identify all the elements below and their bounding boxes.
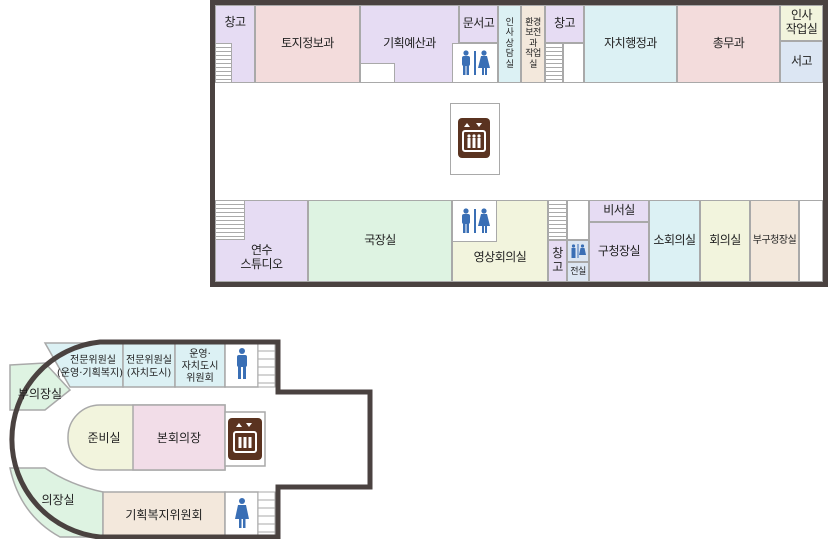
restroom-icon (237, 348, 247, 379)
room-library[interactable]: 서고 (780, 41, 823, 83)
label: 운영· (189, 348, 211, 360)
label: (자치도시) (127, 367, 172, 379)
room-land-info[interactable]: 토지정보과 (255, 5, 360, 83)
blank-area (567, 200, 589, 240)
stairs-icon (215, 200, 245, 240)
blank-area (799, 200, 823, 282)
label: 전문위원실 (70, 353, 116, 366)
room-environment-workroom[interactable]: 환경 보전 과 작업 실 (521, 5, 545, 83)
room-training-studio[interactable]: 연수 스튜디오 (215, 200, 308, 282)
room-storage-2[interactable]: 창고 (545, 5, 584, 43)
stairs-icon (545, 43, 563, 83)
room-small-meeting[interactable]: 소회의실 (649, 200, 700, 282)
restroom-icon (452, 200, 497, 242)
room-hr-workroom[interactable]: 인사 작업실 (780, 5, 823, 41)
room-planning-welfare-committee[interactable] (102, 491, 226, 538)
room-committee-3[interactable] (174, 342, 226, 388)
room-mayor[interactable]: 구청장실 (589, 222, 649, 282)
lower-floor: 전문위원실 (운영·기획복지) 전문위원실 (자치도시) 운영· 자치도시 위원… (9, 339, 373, 539)
room-general-affairs[interactable]: 총무과 (677, 5, 780, 83)
restroom-icon (567, 240, 589, 262)
label: 본회의장 (157, 431, 201, 445)
label: 의장실 (41, 493, 74, 507)
blank-area (563, 43, 584, 83)
room-archive[interactable]: 문서고 (459, 5, 498, 43)
restroom-icon (235, 498, 249, 528)
label: 준비실 (87, 431, 120, 445)
restroom-icon (452, 43, 498, 83)
room-storage-3[interactable]: 창 고 (548, 240, 567, 282)
room-secretary[interactable]: 비서실 (589, 200, 649, 222)
room-director[interactable]: 국장실 (308, 200, 452, 282)
label: (운영·기획복지) (57, 367, 123, 379)
room-anteroom[interactable]: 전실 (567, 262, 589, 282)
label: 위원회 (186, 371, 214, 384)
elevator-icon (228, 418, 262, 460)
label: 기획복지위원회 (125, 508, 202, 522)
stairs-icon (215, 43, 232, 83)
room-deputy-mayor[interactable]: 부구청장실 (750, 200, 799, 282)
label: 자치도시 (182, 360, 219, 372)
building-outline (9, 339, 373, 539)
room-hr-counseling[interactable]: 인 사 상 담 실 (498, 5, 521, 83)
blank-area (360, 63, 395, 83)
room-meeting[interactable]: 회의실 (700, 200, 750, 282)
room-autonomy-admin[interactable]: 자치행정과 (584, 5, 677, 83)
room-vice-chair[interactable] (9, 362, 72, 411)
room-chair[interactable] (9, 467, 104, 538)
room-committee-office-2[interactable] (122, 342, 176, 388)
elevator-icon (458, 118, 490, 158)
stairs-icon (548, 200, 567, 240)
label: 전문위원실 (126, 353, 172, 366)
label: 부의장실 (18, 387, 62, 401)
